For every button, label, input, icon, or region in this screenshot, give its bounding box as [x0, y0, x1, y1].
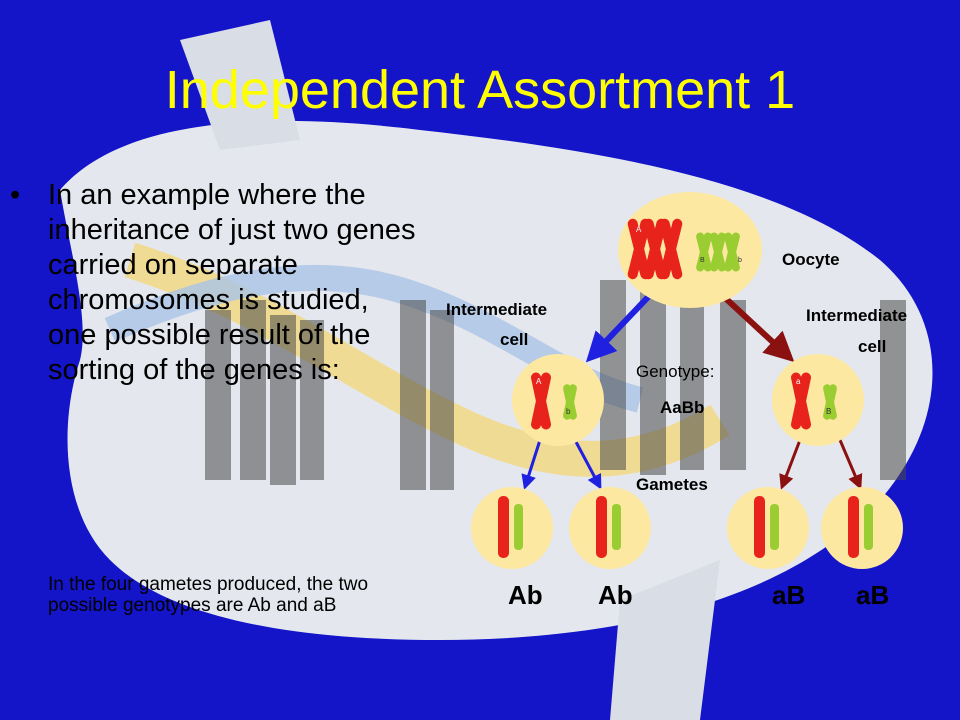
intermediate-left-label-2: cell [500, 330, 529, 349]
intermediate-cell-left: A b [512, 354, 604, 446]
arrow-right-to-gamete-3 [779, 439, 802, 490]
gamete-cell-2 [569, 487, 651, 569]
genotype-label: Genotype: [636, 362, 715, 381]
crowd-silhouettes [205, 275, 906, 490]
gamete-genotype-3: aB [772, 580, 806, 610]
ribbon-fold [180, 20, 300, 150]
allele-label-right-B: B [826, 407, 831, 416]
gamete-cell-1 [471, 487, 553, 569]
intermediate-right-label-1: Intermediate [806, 306, 908, 325]
gamete-cell-3 [727, 487, 809, 569]
bullet-dot: • [10, 179, 21, 211]
genotype-value: AaBb [660, 398, 705, 417]
allele-label-oocyte-A: A [636, 225, 642, 234]
allele-label-right-a: a [796, 377, 801, 386]
helix-band-gold [124, 242, 730, 477]
intermediate-left-label-1: Intermediate [446, 300, 548, 319]
gamete-genotype-1: Ab [508, 580, 543, 610]
bullet-text: • In an example where the inheritance of… [10, 178, 420, 388]
intermediate-cell-right: a B [772, 354, 864, 446]
gametes-note: In the four gametes produced, the two po… [48, 574, 369, 616]
slide-title: Independent Assortment 1 [164, 60, 796, 120]
allele-label-left-b: b [566, 407, 571, 416]
oocyte-cell: A B b [618, 192, 762, 308]
arrow-left-to-gamete-2 [573, 439, 602, 490]
gamete-genotype-4: aB [856, 580, 890, 610]
gamete-genotype-2: Ab [598, 580, 633, 610]
intermediate-right-label-2: cell [858, 337, 887, 356]
arrow-oocyte-to-right [719, 292, 795, 363]
allele-label-oocyte-b: b [738, 257, 742, 264]
oocyte-label: Oocyte [782, 250, 840, 269]
allele-label-left-A: A [536, 377, 542, 386]
gametes-label: Gametes [636, 475, 708, 494]
arrow-right-to-gamete-4 [838, 439, 863, 490]
arrow-oocyte-to-left [585, 292, 653, 363]
arrow-left-to-gamete-1 [521, 439, 542, 490]
bullet-content: In an example where the inheritance of j… [48, 179, 416, 386]
allele-label-oocyte-B: B [700, 257, 705, 264]
gamete-cell-4 [821, 487, 903, 569]
ribbon-tail [610, 560, 720, 720]
